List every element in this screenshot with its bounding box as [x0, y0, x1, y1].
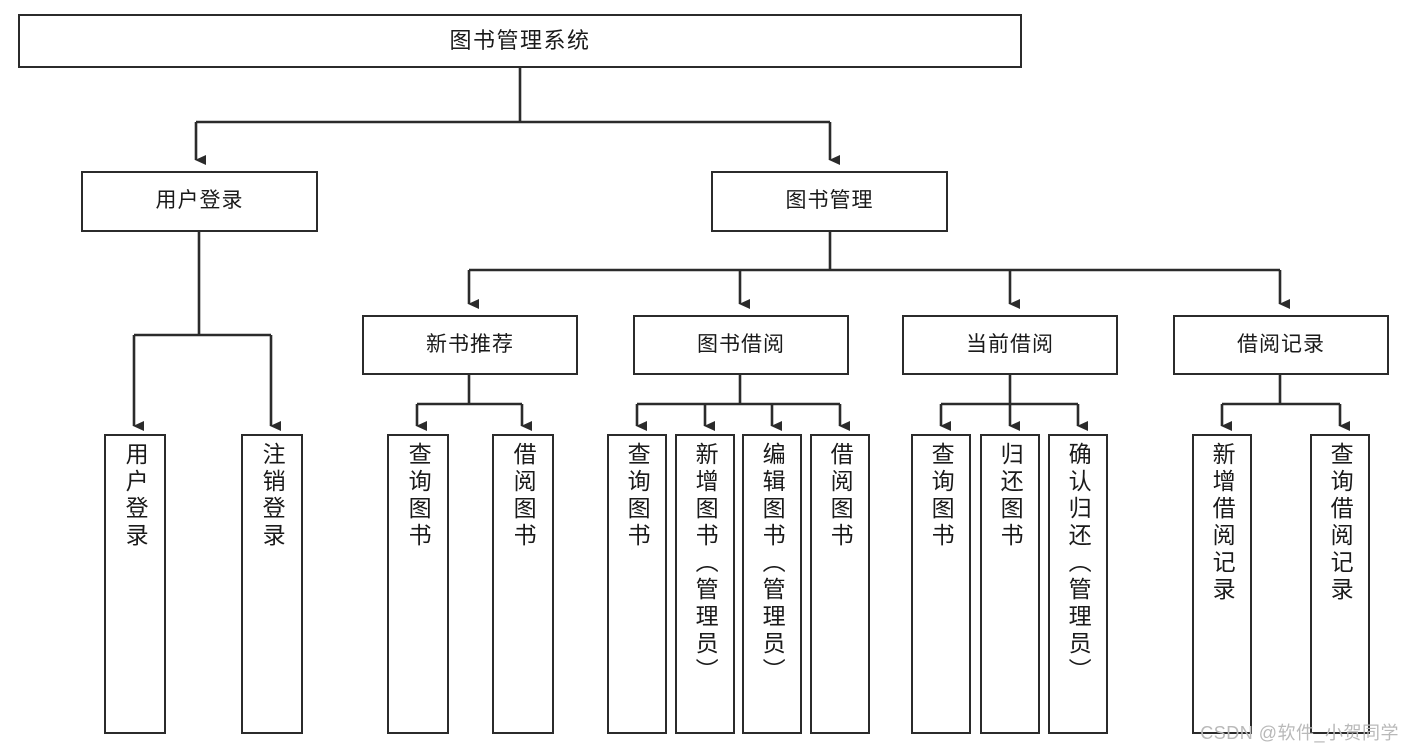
leaf-borrow-books[interactable]: 借阅图书 — [810, 434, 870, 734]
node-label: 当前借阅 — [966, 332, 1054, 356]
node-borrow-records[interactable]: 借阅记录 — [1173, 315, 1389, 375]
leaf-query-books-recommend[interactable]: 查询图书 — [387, 434, 449, 734]
node-user-login[interactable]: 用户登录 — [81, 171, 318, 232]
node-label: 归还图书 — [997, 442, 1024, 550]
node-label: 用户登录 — [122, 442, 149, 550]
node-label: 新增借阅记录 — [1209, 442, 1236, 604]
node-label: 新增图书（管理员） — [692, 442, 719, 685]
leaf-borrow-books-recommend[interactable]: 借阅图书 — [492, 434, 554, 734]
node-label: 用户登录 — [155, 189, 244, 213]
csdn-watermark: CSDN @软件_小贺同学 — [1200, 723, 1399, 743]
node-label: 查询图书 — [405, 442, 432, 550]
leaf-return-books[interactable]: 归还图书 — [980, 434, 1040, 734]
leaf-logout[interactable]: 注销登录 — [241, 434, 303, 734]
node-label: 图书管理系统 — [449, 28, 591, 54]
node-label: 查询图书 — [928, 442, 955, 550]
leaf-query-borrow-record[interactable]: 查询借阅记录 — [1310, 434, 1370, 734]
node-new-book-recommend[interactable]: 新书推荐 — [362, 315, 578, 375]
node-label: 确认归还（管理员） — [1065, 442, 1092, 685]
node-label: 编辑图书（管理员） — [759, 442, 786, 685]
node-label: 图书借阅 — [697, 332, 785, 356]
node-book-borrow[interactable]: 图书借阅 — [633, 315, 849, 375]
node-current-borrow[interactable]: 当前借阅 — [902, 315, 1118, 375]
leaf-confirm-return-admin[interactable]: 确认归还（管理员） — [1048, 434, 1108, 734]
leaf-edit-book-admin[interactable]: 编辑图书（管理员） — [742, 434, 802, 734]
node-label: 查询图书 — [624, 442, 651, 550]
node-label: 图书管理 — [785, 189, 874, 213]
leaf-user-login[interactable]: 用户登录 — [104, 434, 166, 734]
node-label: 借阅图书 — [827, 442, 854, 550]
leaf-query-books-borrow[interactable]: 查询图书 — [607, 434, 667, 734]
node-book-management[interactable]: 图书管理 — [711, 171, 948, 232]
leaf-add-borrow-record[interactable]: 新增借阅记录 — [1192, 434, 1252, 734]
node-label: 借阅记录 — [1237, 332, 1325, 356]
node-label: 新书推荐 — [426, 332, 514, 356]
leaf-add-book-admin[interactable]: 新增图书（管理员） — [675, 434, 735, 734]
node-label: 借阅图书 — [510, 442, 537, 550]
node-label: 注销登录 — [259, 442, 286, 550]
leaf-query-books-current[interactable]: 查询图书 — [911, 434, 971, 734]
node-label: 查询借阅记录 — [1327, 442, 1354, 604]
node-root-system[interactable]: 图书管理系统 — [18, 14, 1022, 68]
